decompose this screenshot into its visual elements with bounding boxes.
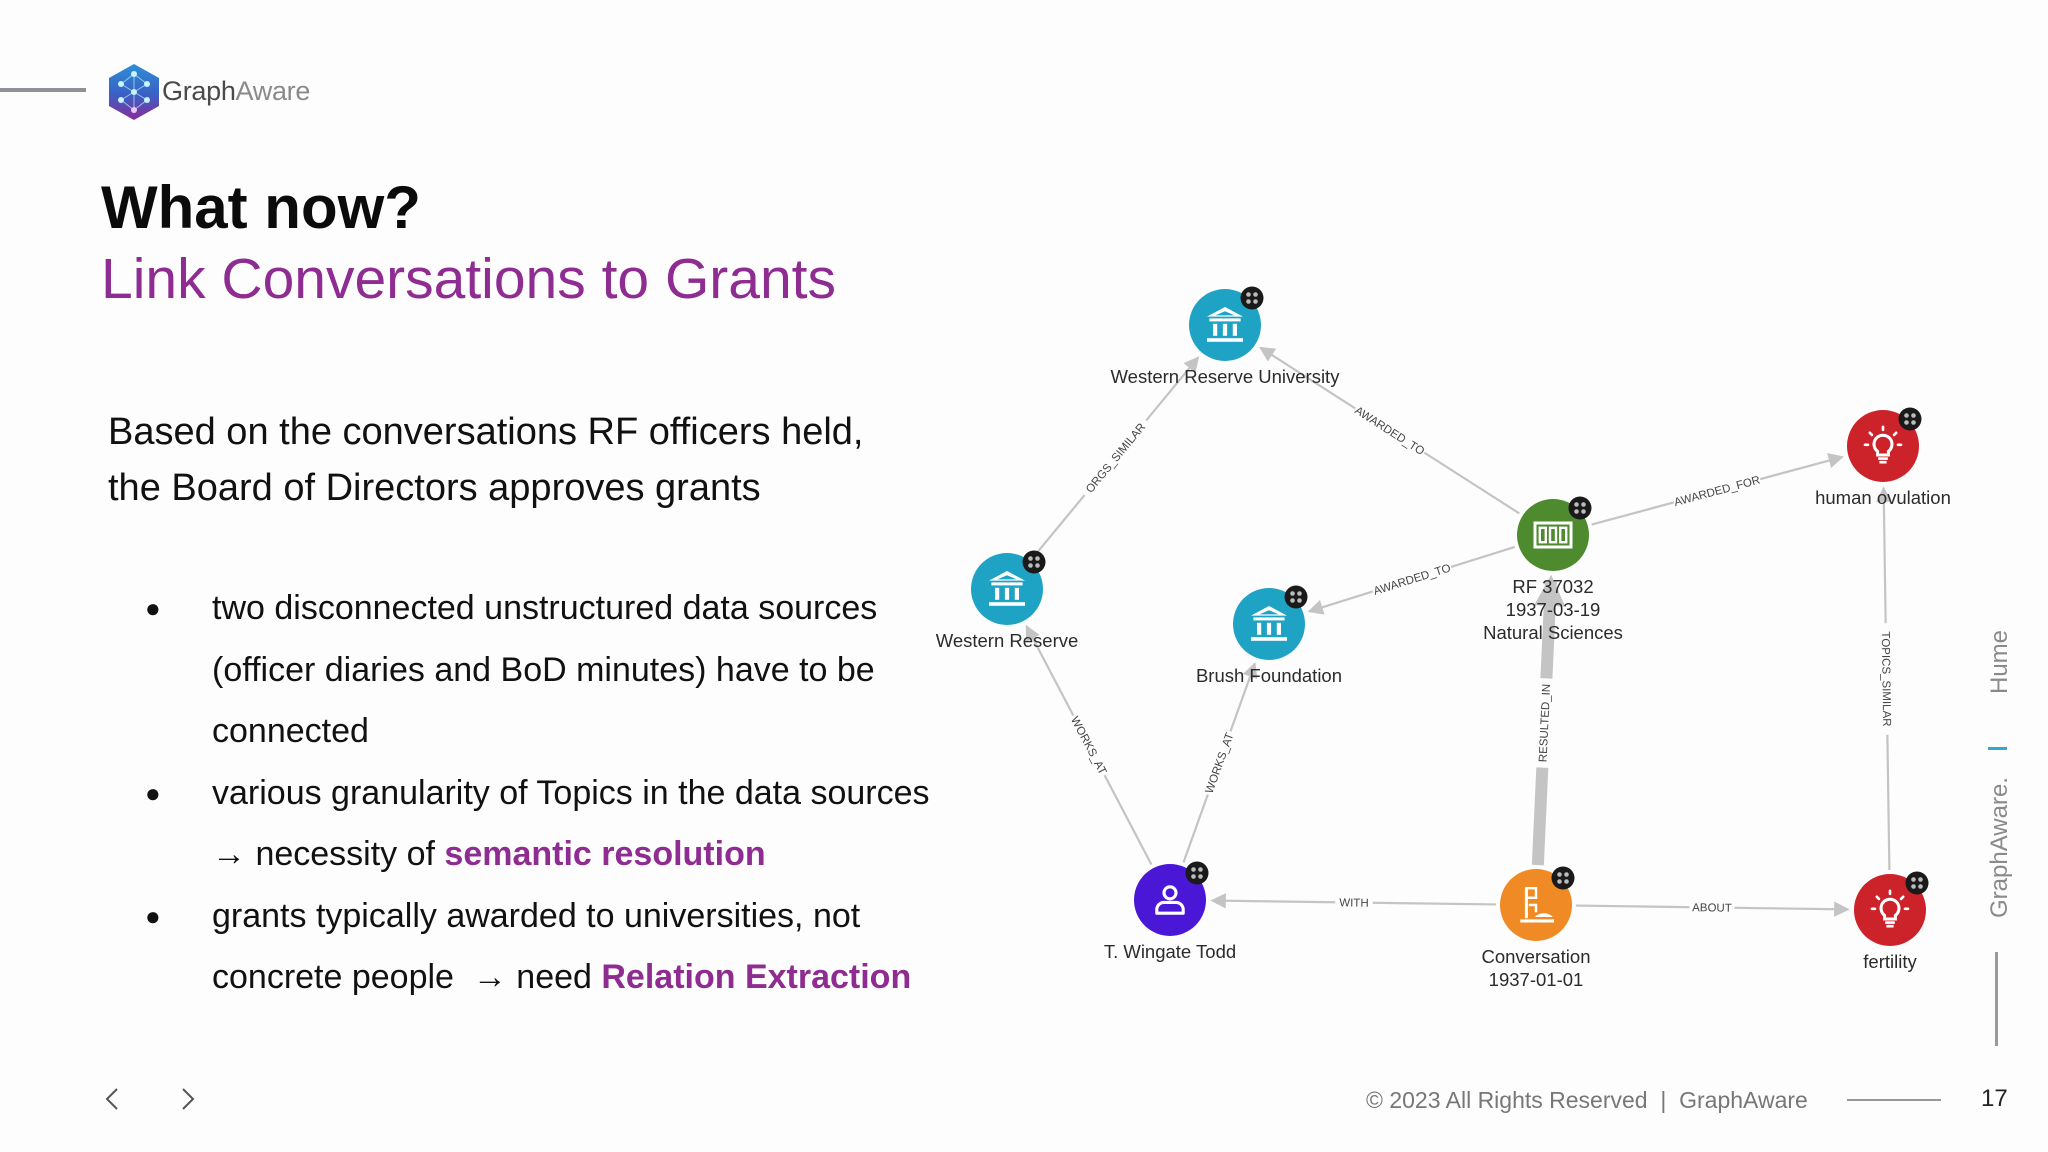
footer-copyright: © 2023 All Rights Reserved | GraphAware	[1366, 1087, 1808, 1113]
graph-edge-awarded-for[interactable]: AWARDED_FOR	[1591, 453, 1844, 526]
node-label: 1937-03-19	[1506, 599, 1601, 620]
chevron-right-icon	[182, 1088, 195, 1110]
graph-edge-resulted-in[interactable]: RESULTED_IN	[1531, 574, 1566, 866]
bullet-list: ● two disconnected unstructured data sou…	[140, 578, 970, 1009]
graphaware-logo-icon	[109, 64, 159, 120]
edge-label: ORGS_SIMILAR	[1084, 421, 1148, 495]
bullet-line: two disconnected unstructured data sourc…	[212, 589, 878, 627]
node-label: Brush Foundation	[1196, 665, 1342, 686]
intro-line: the Board of Directors approves grants	[108, 467, 761, 509]
graph-node-ovulation[interactable]: human ovulation	[1815, 407, 1951, 509]
hume-text: Hume	[1986, 629, 2013, 694]
node-label: Western Reserve	[936, 630, 1079, 651]
graph-node-wr[interactable]: Western Reserve	[936, 550, 1079, 652]
bullet-line: grants typically awarded to universities…	[212, 896, 861, 935]
node-label: 1937-01-01	[1489, 969, 1584, 990]
page-number: 17	[1981, 1085, 2008, 1112]
node-label: fertility	[1863, 951, 1917, 972]
graph-node-brush[interactable]: Brush Foundation	[1196, 585, 1342, 687]
bullet-line: connected	[212, 712, 369, 750]
graph-node-wru[interactable]: Western Reserve University	[1111, 286, 1341, 388]
sidebar-accent-tick	[1988, 747, 2007, 750]
node-label: Natural Sciences	[1483, 622, 1623, 643]
graph-edge-works-at[interactable]: WORKS_AT	[1025, 624, 1153, 866]
bullet-line: concrete people → need Relation Extracti…	[212, 947, 970, 1009]
node-label: RF 37032	[1512, 576, 1593, 597]
graph-edge-with[interactable]: WITH	[1210, 893, 1497, 911]
bullet-line: (officer diaries and BoD minutes) have t…	[212, 650, 875, 689]
bullet-item: ● various granularity of Topics in the d…	[140, 763, 970, 886]
next-slide-button[interactable]	[170, 1080, 204, 1118]
expand-badge-icon[interactable]	[1551, 866, 1575, 890]
expand-badge-icon[interactable]	[1898, 407, 1922, 431]
bullet-line: → necessity of semantic resolution	[212, 824, 970, 886]
bullet-text: → necessity of	[212, 835, 445, 873]
sidebar-divider-line	[1995, 952, 1998, 1046]
bullet-dot-icon: ●	[145, 593, 161, 623]
expand-badge-icon[interactable]	[1022, 550, 1046, 574]
graph-edge-awarded-to[interactable]: AWARDED_TO	[1307, 545, 1516, 615]
node-label: T. Wingate Todd	[1104, 941, 1236, 962]
expand-badge-icon[interactable]	[1284, 585, 1308, 609]
logo-text-graph: Graph	[162, 76, 236, 106]
expand-badge-icon[interactable]	[1905, 871, 1929, 895]
node-label: Conversation	[1481, 946, 1590, 967]
emphasis-relation-extraction: Relation Extraction	[601, 958, 912, 996]
edge-label: RESULTED_IN	[1538, 684, 1554, 763]
edge-label: WORKS_AT	[1068, 715, 1108, 777]
node-label: Western Reserve University	[1111, 366, 1341, 387]
header-divider-line	[0, 88, 86, 92]
graph-edge-about[interactable]: ABOUT	[1575, 899, 1850, 917]
expand-badge-icon[interactable]	[1240, 286, 1264, 310]
chevron-left-icon	[105, 1088, 118, 1110]
bullet-dot-icon: ●	[145, 777, 161, 808]
expand-badge-icon[interactable]	[1568, 496, 1592, 520]
graph-edge-orgs-similar[interactable]: ORGS_SIMILAR	[1031, 356, 1200, 559]
bullet-text: concrete people → need	[212, 958, 602, 996]
bullet-item: ● grants typically awarded to universiti…	[140, 886, 970, 1009]
expand-badge-icon[interactable]	[1185, 861, 1209, 885]
footer-divider-line	[1847, 1099, 1941, 1101]
bullet-item: ● two disconnected unstructured data sou…	[140, 578, 970, 763]
prev-slide-button[interactable]	[96, 1080, 130, 1118]
sidebar-brand-label: GraphAware.	[1978, 777, 2018, 924]
slide-subtitle: Link Conversations to Grants	[101, 247, 837, 311]
edge-label: TOPICS_SIMILAR	[1879, 631, 1892, 726]
slide-title: What now?	[101, 174, 421, 241]
graph-node-todd[interactable]: T. Wingate Todd	[1104, 861, 1236, 963]
graph-edge-topics-similar[interactable]: TOPICS_SIMILAR	[1876, 486, 1896, 871]
edge-label: AWARDED_TO	[1352, 405, 1426, 458]
emphasis-semantic-resolution: semantic resolution	[444, 835, 766, 873]
graph-edges: ORGS_SIMILAR AWARDED_TO AWARDED_TO AWARDED_…	[1025, 346, 1896, 917]
graphaware-vertical-text: GraphAware.	[1986, 777, 2013, 918]
intro-paragraph: Based on the conversations RF officers h…	[108, 404, 968, 516]
logo-wordmark: GraphAware	[162, 74, 310, 108]
bullet-line: various granularity of Topics in the dat…	[212, 773, 930, 812]
edge-label: ABOUT	[1692, 902, 1732, 915]
bullet-dot-icon: ●	[145, 900, 161, 931]
edge-label: WITH	[1339, 897, 1369, 909]
node-label: human ovulation	[1815, 487, 1951, 508]
logo-text-aware: Aware	[235, 76, 311, 106]
intro-line: Based on the conversations RF officers h…	[108, 411, 864, 453]
graph-edge-works-at[interactable]: WORKS_AT	[1182, 662, 1258, 863]
graph-node-fertility[interactable]: fertility	[1854, 871, 1929, 973]
sidebar-product-label: Hume	[1978, 630, 2018, 700]
